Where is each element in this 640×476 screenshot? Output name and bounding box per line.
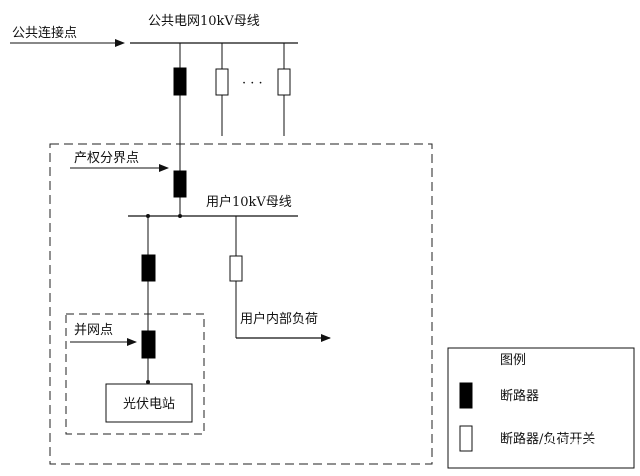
junction-dot-pv-station: [146, 380, 150, 384]
legend-closed-breaker-label: 断路器: [500, 388, 539, 404]
user-bus-label: 用户10kV母线: [206, 194, 292, 210]
closed-breaker-grid-connection: [141, 330, 156, 359]
legend-closed-breaker-symbol: [459, 382, 473, 409]
open-breaker-feeder-3: [277, 68, 291, 96]
legend-open-breaker-symbol: [459, 425, 473, 452]
pcc-label: 公共连接点: [12, 25, 77, 41]
user-boundary-dashed: [49, 143, 433, 465]
legend-title: 图例: [500, 353, 526, 368]
open-breaker-load: [229, 255, 243, 282]
closed-breaker-boundary: [173, 170, 187, 198]
watermark: 电力系统: [546, 434, 622, 454]
internal-load-label: 用户内部负荷: [240, 311, 318, 327]
legend-box: [447, 347, 635, 469]
open-breaker-feeder-2: [215, 68, 229, 96]
pv-boundary-dashed: [65, 313, 205, 435]
junction-dot-main: [178, 214, 182, 218]
grid-connection-label: 并网点: [74, 323, 113, 338]
ellipsis-label: · · ·: [242, 76, 263, 91]
closed-breaker-main-upper: [173, 67, 187, 96]
pv-station-label: 光伏电站: [123, 397, 175, 412]
property-boundary-label: 产权分界点: [74, 150, 139, 166]
public-bus-label: 公共电网10kV母线: [148, 14, 260, 29]
closed-breaker-pv-feeder: [141, 254, 156, 282]
watermark-text: 电力系统: [570, 438, 622, 453]
pv-station-box: [105, 383, 193, 423]
